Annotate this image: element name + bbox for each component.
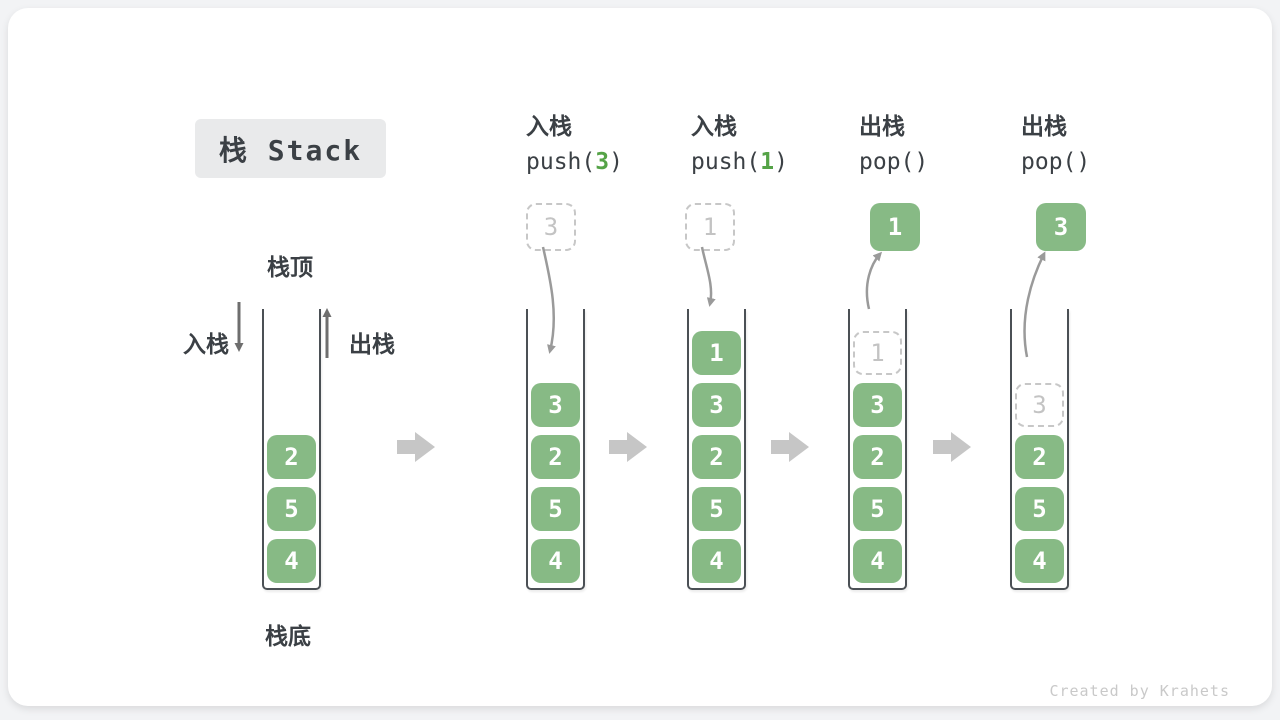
stack-item: 2	[692, 435, 741, 479]
op-header-push-3: 入栈 push(3)	[526, 114, 686, 175]
op-label: 出栈	[1021, 114, 1067, 140]
stack-after-pop-1: 1 3 2 5 4	[848, 309, 907, 590]
stack-item: 1	[692, 331, 741, 375]
stack-item: 3	[853, 383, 902, 427]
pop-side-label: 出栈	[349, 332, 395, 358]
op-code: push(1)	[691, 149, 851, 175]
stack-item: 4	[853, 539, 902, 583]
code-post: )	[914, 149, 929, 175]
title-badge: 栈 Stack	[195, 119, 386, 178]
code-pre: push(	[691, 149, 761, 175]
stack-initial: 2 5 4	[262, 309, 321, 590]
stack-item-ghost: 3	[1015, 383, 1064, 427]
float-box-push-3: 3	[526, 203, 576, 251]
op-code: pop()	[1021, 149, 1181, 175]
code-post: )	[774, 149, 788, 175]
stack-item: 2	[1015, 435, 1064, 479]
credit-text: Created by Krahets	[1049, 682, 1230, 700]
op-header-pop-1: 出栈 pop()	[859, 114, 1019, 175]
stack-item: 4	[1015, 539, 1064, 583]
code-post: )	[609, 149, 623, 175]
stack-item: 3	[692, 383, 741, 427]
op-header-pop-3: 出栈 pop()	[1021, 114, 1181, 175]
stack-item: 3	[531, 383, 580, 427]
stack-item: 4	[267, 539, 316, 583]
stack-bottom-label: 栈底	[265, 624, 311, 650]
op-label: 入栈	[691, 114, 737, 140]
code-pre: pop(	[1021, 149, 1077, 175]
code-arg: 1	[760, 149, 775, 175]
code-arg: 3	[595, 149, 610, 175]
code-pre: pop(	[859, 149, 915, 175]
diagram-card: 栈 Stack 入栈 push(3) 入栈 push(1) 出栈 pop() 出…	[8, 8, 1272, 706]
op-code: pop()	[859, 149, 1019, 175]
op-label: 出栈	[859, 114, 905, 140]
op-code: push(3)	[526, 149, 686, 175]
stack-top-label: 栈顶	[267, 255, 313, 281]
stack-item: 5	[692, 487, 741, 531]
op-label: 入栈	[526, 114, 572, 140]
stack-item: 2	[267, 435, 316, 479]
code-pre: push(	[526, 149, 596, 175]
op-header-push-1: 入栈 push(1)	[691, 114, 851, 175]
stack-item-ghost: 1	[853, 331, 902, 375]
float-box-pop-1: 1	[870, 203, 920, 251]
stack-after-push-3: 3 2 5 4	[526, 309, 585, 590]
stack-item: 5	[1015, 487, 1064, 531]
float-box-push-1: 1	[685, 203, 735, 251]
stack-item: 5	[853, 487, 902, 531]
stack-item: 2	[531, 435, 580, 479]
float-box-pop-3: 3	[1036, 203, 1086, 251]
code-post: )	[1076, 149, 1091, 175]
push-side-label: 入栈	[183, 332, 229, 358]
diagram-title: 栈 Stack	[218, 133, 363, 167]
stack-item: 4	[692, 539, 741, 583]
stack-after-push-1: 1 3 2 5 4	[687, 309, 746, 590]
stack-item: 5	[531, 487, 580, 531]
stack-item: 5	[267, 487, 316, 531]
stack-item: 2	[853, 435, 902, 479]
stack-item: 4	[531, 539, 580, 583]
stack-after-pop-3: 3 2 5 4	[1010, 309, 1069, 590]
